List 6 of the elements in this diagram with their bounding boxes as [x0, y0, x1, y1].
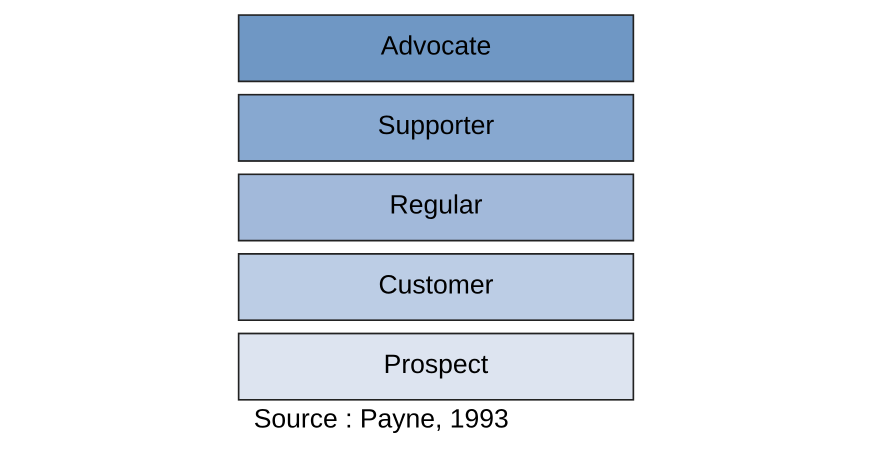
- node-box: Prospect: [237, 332, 634, 401]
- node-box: Regular: [237, 173, 634, 242]
- node-box: Advocate: [237, 14, 634, 82]
- caption: Source : Payne, 1993: [253, 404, 508, 434]
- node-box: Customer: [237, 253, 634, 322]
- node-box: Supporter: [237, 94, 634, 162]
